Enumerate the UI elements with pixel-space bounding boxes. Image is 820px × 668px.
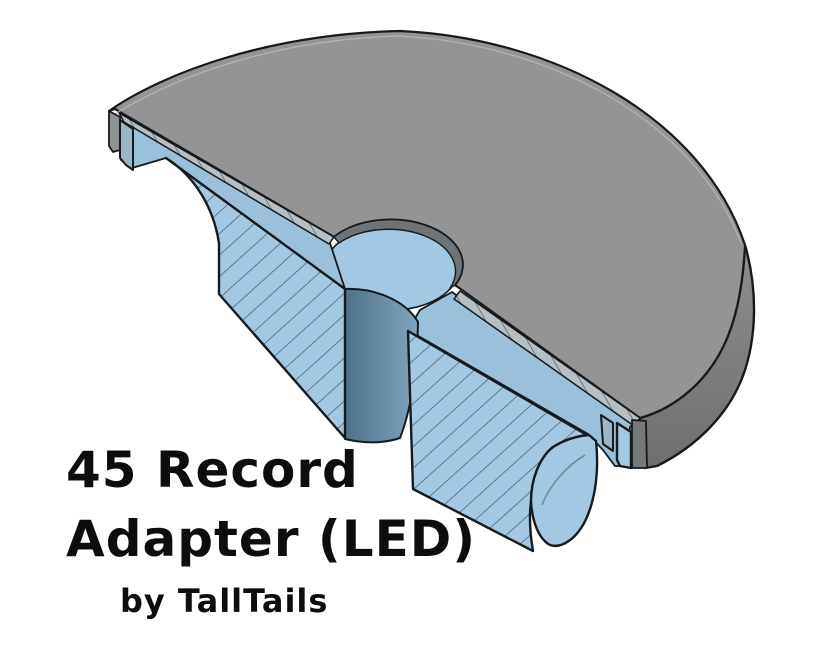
groove-inner-wall-right — [600, 414, 614, 452]
plate-cut-strip-left — [118, 112, 335, 245]
hub-cylinder — [529, 433, 599, 547]
hub-shading-line — [541, 454, 586, 506]
groove-lip-right — [615, 421, 633, 470]
disc-edge-left-tip — [108, 110, 121, 153]
rim-cut-face-right — [631, 419, 648, 469]
section-face-left — [164, 156, 347, 440]
center-bore — [344, 287, 419, 444]
caption-byline: by TallTails — [120, 582, 328, 620]
disc-edge-highlight — [114, 35, 742, 244]
caption: 45 Record Adapter (LED) by TallTails — [66, 441, 476, 620]
recess-wall — [333, 219, 464, 289]
caption-line-1: 45 Record — [66, 441, 359, 499]
groove-lip-left — [119, 119, 134, 171]
caption-line-2: Adapter (LED) — [66, 510, 476, 568]
